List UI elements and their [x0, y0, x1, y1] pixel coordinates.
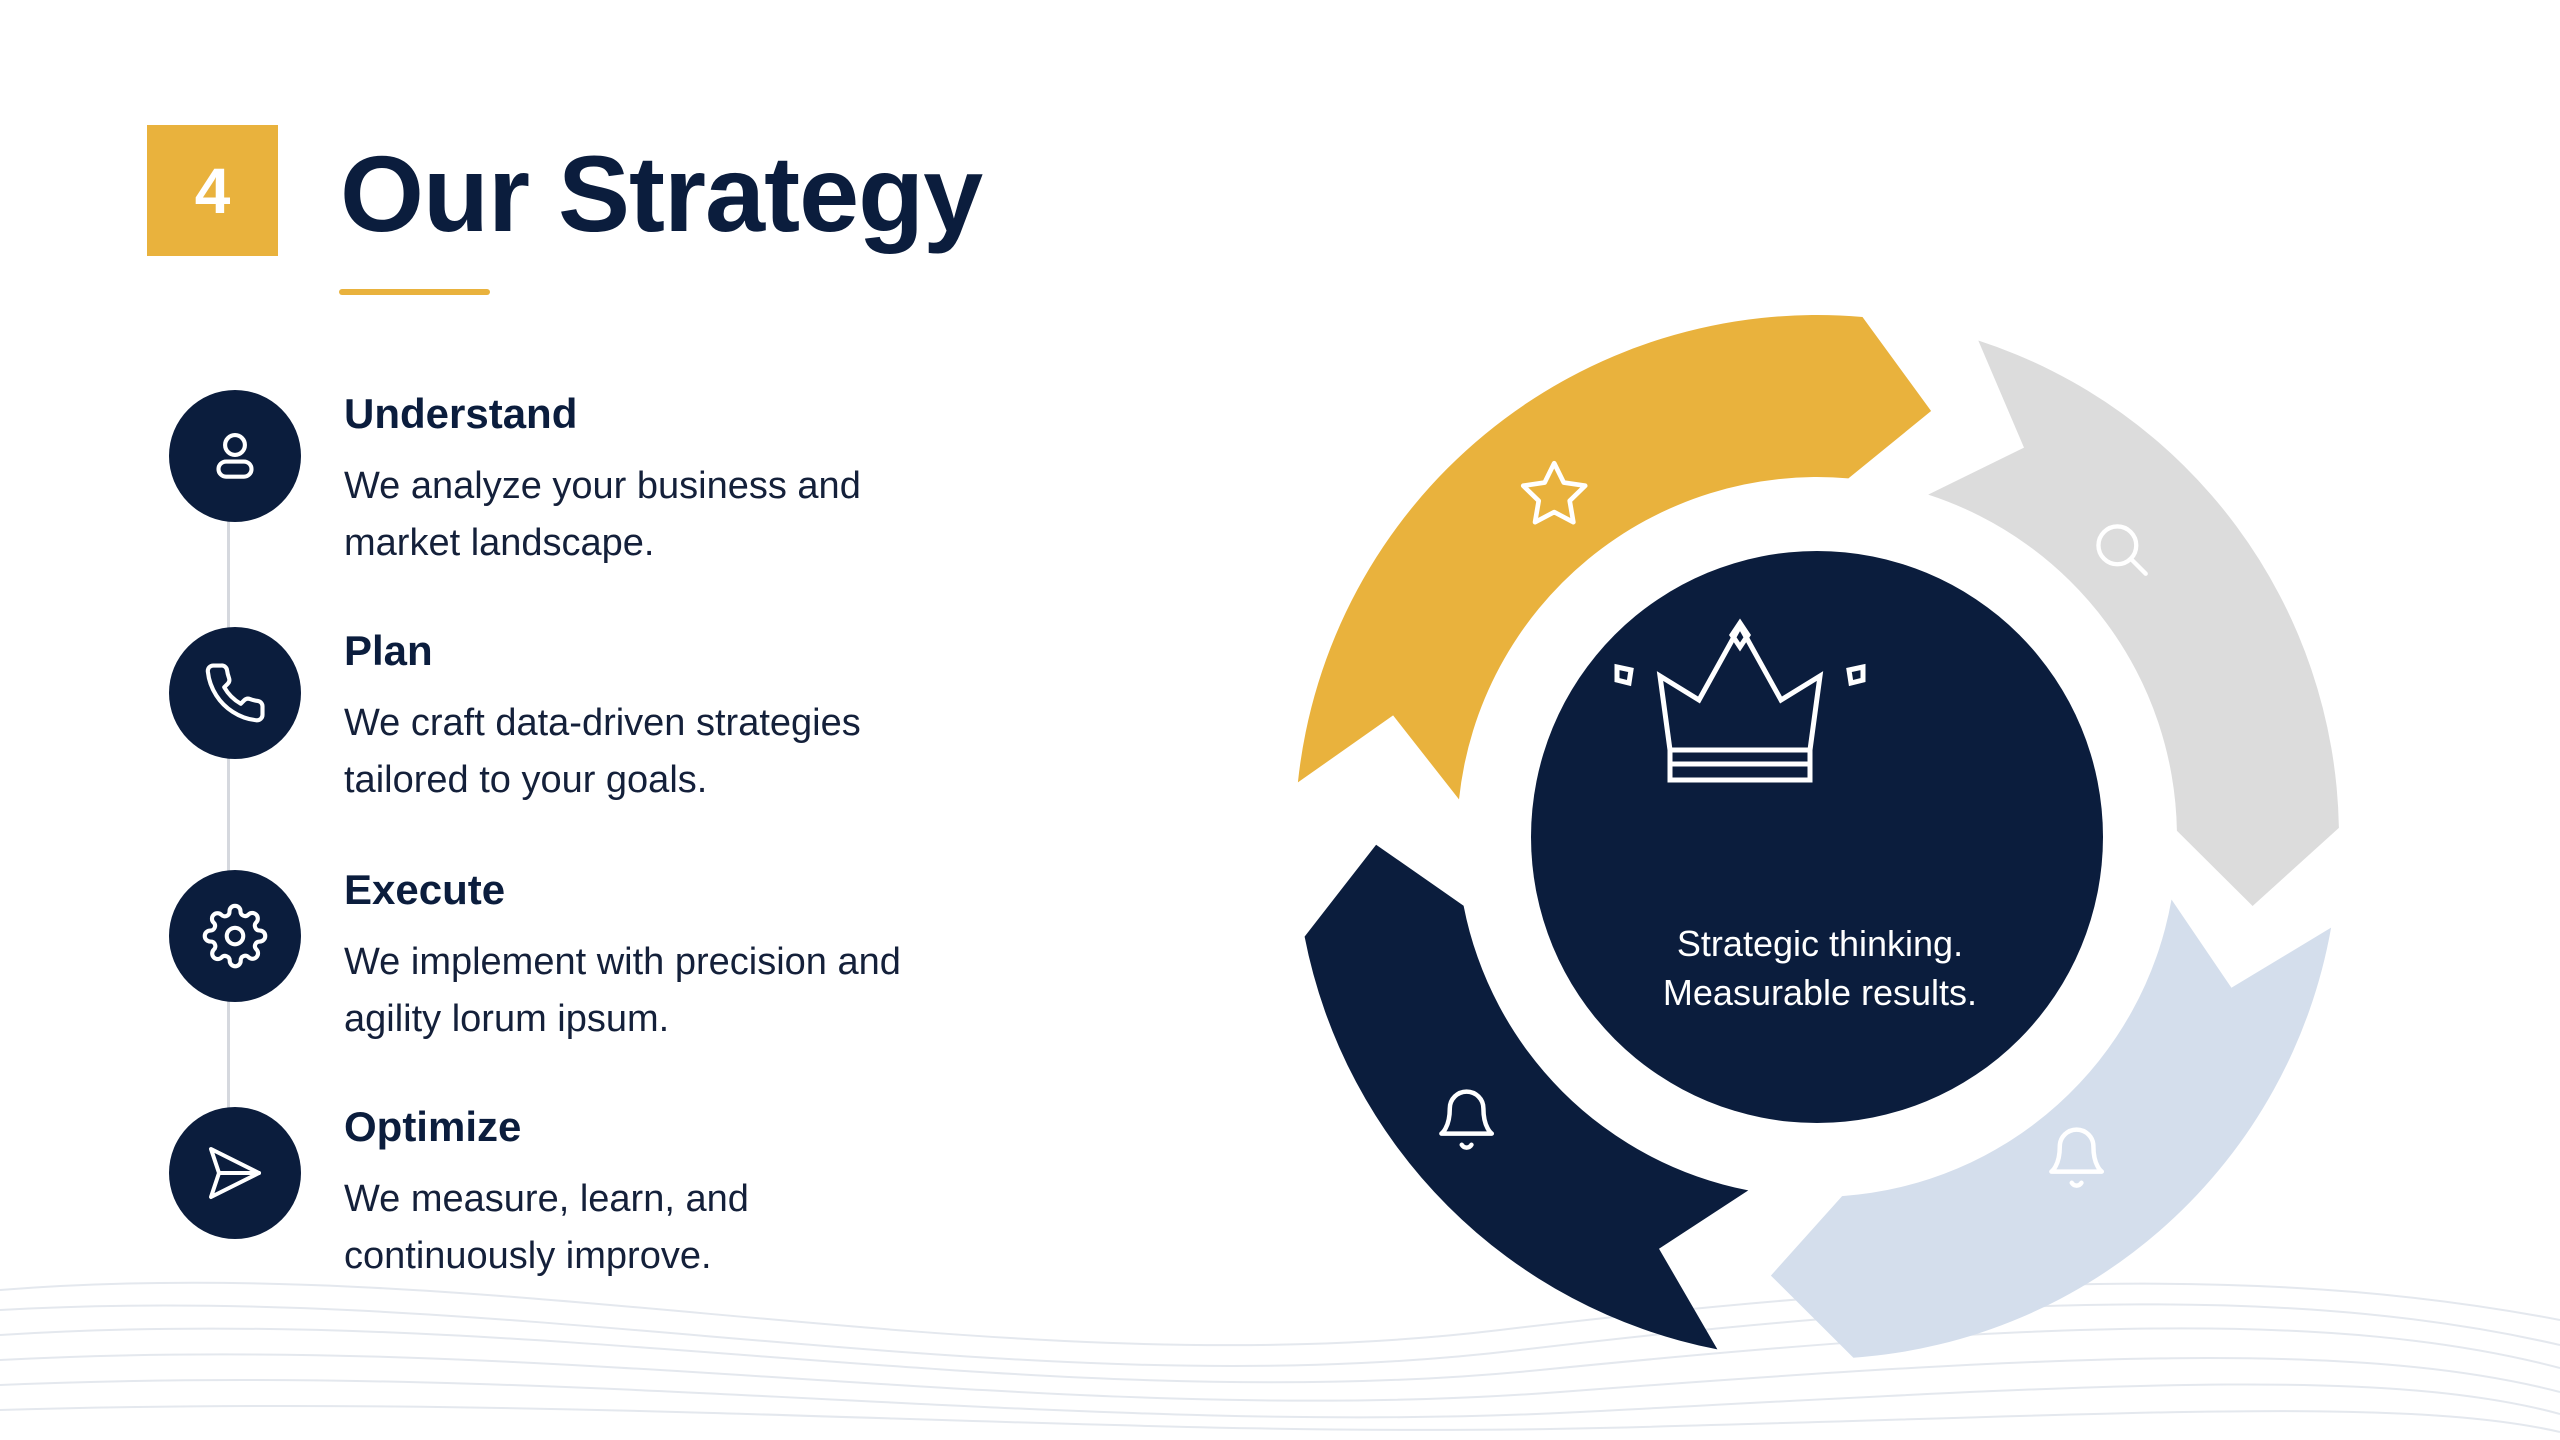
cycle-svg [1297, 315, 2339, 1358]
cycle-segment-navy [1304, 844, 1749, 1350]
cycle-center-tagline: Strategic thinking. Measurable results. [1530, 919, 2110, 1017]
step-description-line: We measure, learn, and [344, 1178, 749, 1220]
step-description: We craft data-driven strategies tailored… [344, 695, 964, 809]
slide-number: 4 [194, 154, 231, 227]
step-description-line: We craft data-driven strategies [344, 702, 861, 744]
step-description-line: market landscape. [344, 522, 655, 564]
step-icon-circle [169, 390, 301, 522]
step-description-line: We analyze your business and [344, 465, 861, 507]
bell-icon [1439, 1089, 1495, 1150]
crown-icon [1614, 618, 1866, 783]
phone-icon [205, 663, 265, 723]
cycle-segment-gold [1297, 315, 1932, 800]
step-title: Execute [344, 866, 506, 913]
search-icon [2096, 524, 2148, 576]
tagline-line: Strategic thinking. [1676, 923, 1964, 964]
star-icon [1520, 460, 1588, 525]
strategy-cycle-diagram [1280, 310, 2339, 1358]
step-description-line: continuously improve. [344, 1235, 712, 1277]
step-icon-circle [169, 627, 301, 759]
cycle-segment-light-blue [1770, 899, 2332, 1358]
step-description: We implement with precision and agility … [344, 934, 964, 1048]
step-description-line: tailored to your goals. [344, 759, 708, 801]
cycle-segment-gray [1928, 340, 2339, 906]
step-icon-circle [169, 870, 301, 1002]
step-description: We analyze your business and market land… [344, 458, 964, 572]
bell-icon [2049, 1127, 2105, 1188]
step-title: Understand [344, 390, 578, 437]
user-icon [216, 433, 254, 479]
send-icon [209, 1147, 261, 1199]
step-description-line: agility lorum ipsum. [344, 998, 670, 1040]
step-icon-circle [169, 1107, 301, 1239]
step-title: Optimize [344, 1103, 522, 1150]
step-title: Plan [344, 627, 433, 674]
step-description: We measure, learn, and continuously impr… [344, 1171, 964, 1285]
title-underline [339, 289, 490, 295]
page-title: Our Strategy [340, 133, 983, 254]
timeline-connector [227, 458, 230, 1238]
tagline-line: Measurable results. [1662, 972, 1978, 1013]
step-description-line: We implement with precision and [344, 941, 901, 983]
cycle-center-circle [1531, 551, 2103, 1123]
slide-number-badge: 4 [147, 125, 278, 256]
gear-icon [202, 903, 268, 969]
